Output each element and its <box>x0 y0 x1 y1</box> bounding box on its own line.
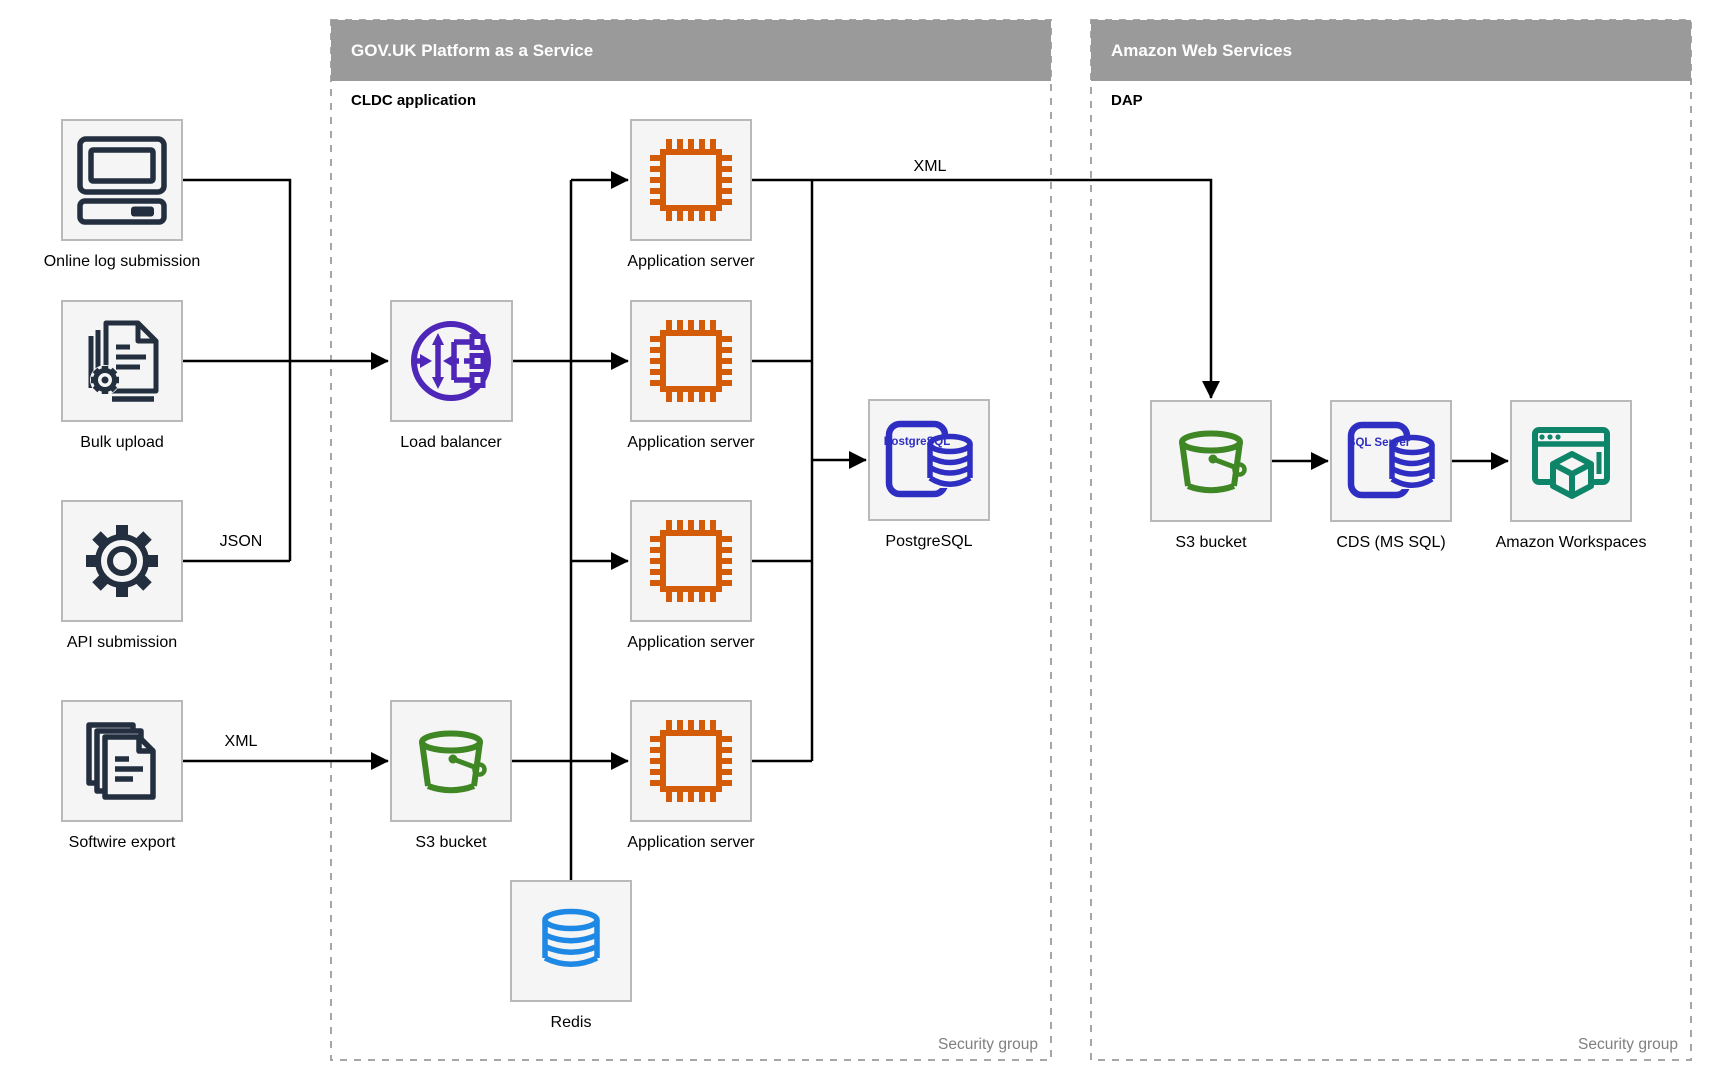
node-app-server-2[interactable]: Application server <box>627 300 755 451</box>
sql-server-database-icon: SQL Server <box>1348 425 1433 495</box>
paas-header-bar <box>331 20 1051 81</box>
container-paas: GOV.UK Platform as a Service CLDC applic… <box>330 19 1052 1061</box>
node-label: Online log submission <box>44 253 201 270</box>
paas-footer-label: Security group <box>938 1036 1038 1053</box>
node-app-server-3[interactable]: Application server <box>627 500 755 651</box>
edge-online-log-to-junction <box>182 178 292 561</box>
node-label: Amazon Workspaces <box>1496 534 1647 551</box>
node-postgresql[interactable]: PostgreSQL PostgreSQL <box>868 399 990 550</box>
node-label: API submission <box>67 634 177 651</box>
paas-title: GOV.UK Platform as a Service <box>351 41 593 60</box>
node-cds-ms-sql[interactable]: SQL Server CDS (MS SQL) <box>1330 400 1452 551</box>
node-load-balancer[interactable]: Load balancer <box>390 300 513 451</box>
sql-server-badge-text: SQL Server <box>1348 437 1411 449</box>
node-label: S3 bucket <box>1175 534 1247 551</box>
container-aws: Amazon Web Services DAP Security group <box>1090 19 1692 1061</box>
node-softwire-export[interactable]: Softwire export <box>61 700 183 851</box>
edge-app1-xml-to-aws-s3 <box>751 178 1220 399</box>
node-app-server-1[interactable]: Application server <box>627 119 755 270</box>
aws-footer-label: Security group <box>1578 1036 1678 1053</box>
node-label: PostgreSQL <box>885 533 972 550</box>
node-label: Application server <box>627 253 755 270</box>
aws-title: Amazon Web Services <box>1111 41 1292 60</box>
edge-label-xml-aws: XML <box>914 158 947 175</box>
edge-label-xml-softwire: XML <box>225 733 258 750</box>
aws-subtitle: DAP <box>1111 92 1143 109</box>
node-s3-bucket-paas[interactable]: S3 bucket <box>390 700 512 851</box>
node-label: Application server <box>627 834 755 851</box>
postgresql-badge-text: PostgreSQL <box>884 436 950 448</box>
node-label: Redis <box>551 1014 592 1031</box>
document-gear-icon <box>90 323 156 399</box>
node-label: Softwire export <box>69 834 176 851</box>
node-online-log-submission[interactable]: Online log submission <box>44 119 201 270</box>
node-s3-bucket-aws[interactable]: S3 bucket <box>1150 400 1272 551</box>
document-stack-icon <box>89 725 153 797</box>
node-amazon-workspaces[interactable]: Amazon Workspaces <box>1496 400 1647 551</box>
node-api-submission[interactable]: API submission <box>61 500 183 651</box>
edges: JSON XML XML <box>182 158 1509 881</box>
node-redis[interactable]: Redis <box>510 880 632 1031</box>
node-label: Application server <box>627 634 755 651</box>
edge-label-json: JSON <box>220 533 263 550</box>
node-app-server-4[interactable]: Application server <box>627 700 755 851</box>
node-bulk-upload[interactable]: Bulk upload <box>61 300 183 451</box>
node-label: Application server <box>627 434 755 451</box>
paas-subtitle: CLDC application <box>351 92 476 109</box>
gear-icon <box>86 525 158 597</box>
node-label: Load balancer <box>400 434 502 451</box>
node-label: CDS (MS SQL) <box>1336 534 1445 551</box>
node-label: S3 bucket <box>415 834 487 851</box>
postgresql-database-icon: PostgreSQL <box>884 424 971 494</box>
node-label: Bulk upload <box>80 434 164 451</box>
aws-header-bar <box>1091 20 1691 81</box>
